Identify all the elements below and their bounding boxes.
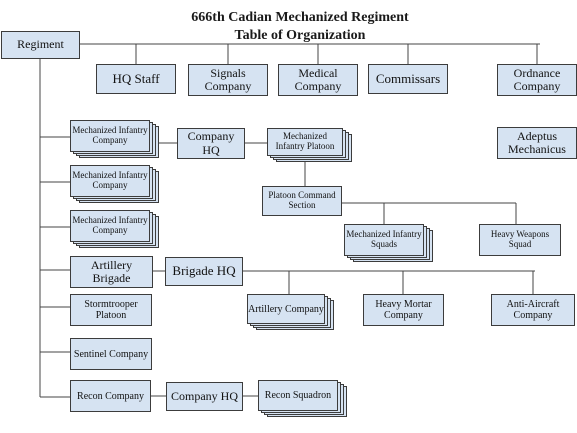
node-platoon-command-section: Platoon Command Section	[262, 186, 342, 216]
node-mech-inf-company-3: Mechanized Infantry Company	[70, 210, 160, 248]
node-artillery-company: Artillery Company	[247, 294, 335, 330]
node-mech-inf-company-2: Mechanized Infantry Company	[70, 165, 160, 203]
node-stormtrooper-platoon: Stormtrooper Platoon	[70, 294, 152, 326]
node-sentinel-company: Sentinel Company	[70, 338, 152, 370]
node-heavy-weapons-squad: Heavy Weapons Squad	[479, 224, 561, 256]
chart-title-line2: Table of Organization	[234, 28, 366, 43]
node-brigade-hq: Brigade HQ	[165, 257, 243, 286]
chart-title-line1: 666th Cadian Mechanized Regiment	[191, 10, 409, 25]
node-recon-squadron: Recon Squadron	[258, 380, 348, 418]
node-mech-inf-squads: Mechanized Infantry Squads	[344, 224, 434, 262]
node-mech-inf-company-1: Mechanized Infantry Company	[70, 120, 160, 158]
node-commissars: Commissars	[368, 64, 448, 94]
node-company-hq-1: Company HQ	[177, 128, 245, 159]
node-anti-aircraft-company: Anti-Aircraft Company	[491, 294, 575, 326]
node-company-hq-2: Company HQ	[166, 382, 243, 411]
node-mech-inf-platoon: Mechanized Infantry Platoon	[267, 128, 353, 164]
node-hq-staff: HQ Staff	[96, 64, 176, 94]
node-adeptus-mechanicus: Adeptus Mechanicus	[497, 127, 577, 159]
node-artillery-brigade: Artillery Brigade	[70, 256, 153, 288]
node-regiment: Regiment	[1, 31, 80, 59]
node-signals-company: Signals Company	[188, 64, 268, 96]
node-medical-company: Medical Company	[278, 64, 358, 96]
node-recon-company: Recon Company	[70, 380, 151, 412]
node-ordnance-company: Ordnance Company	[497, 64, 577, 96]
node-heavy-mortar-company: Heavy Mortar Company	[363, 294, 444, 326]
